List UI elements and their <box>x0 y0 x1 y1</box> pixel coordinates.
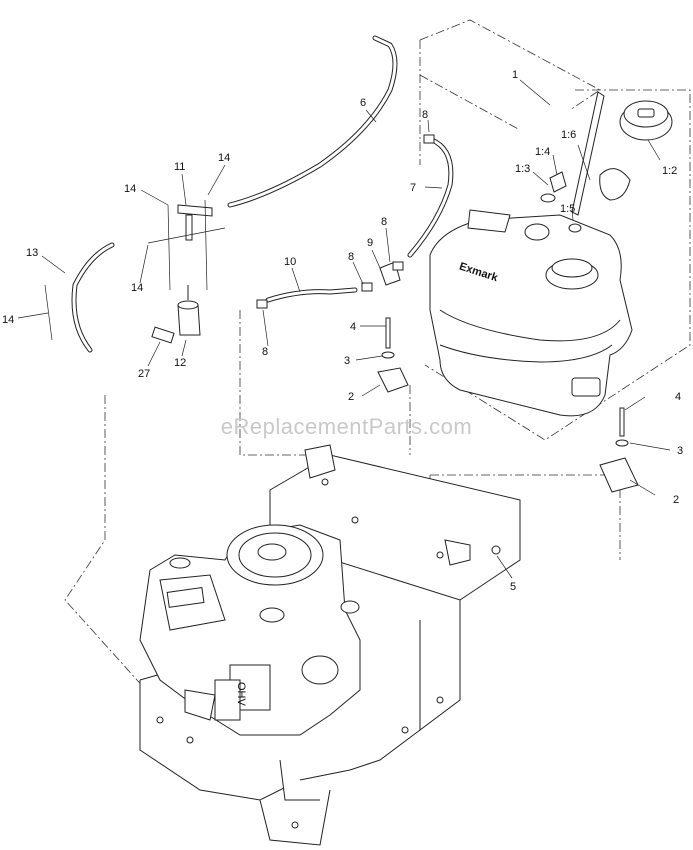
fuel-filter-assembly <box>44 199 226 344</box>
callout-14-middle: 14 <box>131 282 143 294</box>
callout-7: 7 <box>410 182 416 194</box>
engine: OHV <box>139 524 361 736</box>
callout-2-right: 2 <box>673 494 679 506</box>
fuel-tank: Exmark <box>429 209 633 417</box>
callout-1-5: 1:5 <box>560 203 575 215</box>
callout-6: 6 <box>360 97 366 109</box>
callout-10: 10 <box>284 256 296 268</box>
callout-14-upper-right: 14 <box>218 152 230 164</box>
callout-14-far-left: 14 <box>2 314 14 326</box>
callout-12: 12 <box>174 357 186 369</box>
engine-badge: OHV <box>235 682 247 707</box>
callout-1-6: 1:6 <box>561 129 576 141</box>
callout-4-right: 4 <box>675 391 681 403</box>
fuel-gauge-rod <box>568 91 605 233</box>
callout-13: 13 <box>26 247 38 259</box>
callout-9: 9 <box>367 237 373 249</box>
callout-27: 27 <box>138 368 150 380</box>
callout-1-2: 1:2 <box>662 165 677 177</box>
callout-8-left: 8 <box>348 251 354 263</box>
fuel-lines <box>71 35 454 353</box>
callout-3-right: 3 <box>677 445 683 457</box>
tank-fittings <box>540 171 567 203</box>
callout-1-3: 1:3 <box>515 163 530 175</box>
callout-14-upper-left: 14 <box>124 183 136 195</box>
callout-11: 11 <box>174 161 185 173</box>
tank-mount-hardware <box>377 317 639 555</box>
fuel-cap <box>599 100 673 201</box>
callout-2-left: 2 <box>348 391 354 403</box>
callout-1-4: 1:4 <box>535 146 550 158</box>
callout-8-mid: 8 <box>381 216 387 228</box>
callout-4-left: 4 <box>350 321 356 333</box>
callout-5: 5 <box>510 581 516 593</box>
leader-lines <box>17 79 671 579</box>
callout-1: 1 <box>512 69 518 81</box>
callout-labels: 1 1:2 1:3 1:4 1:5 1:6 2 2 3 3 4 4 5 6 7 … <box>2 69 683 593</box>
callout-8-bottom: 8 <box>262 346 268 358</box>
callout-3-left: 3 <box>344 355 350 367</box>
callout-8-top: 8 <box>422 109 428 121</box>
